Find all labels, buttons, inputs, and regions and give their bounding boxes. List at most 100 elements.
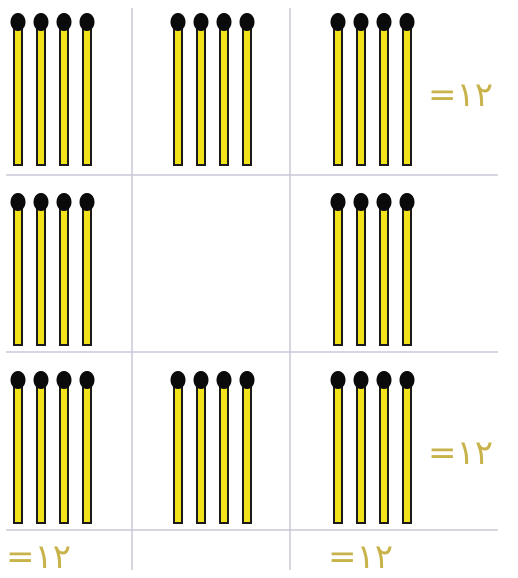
matchstick-head [171, 13, 186, 31]
matchstick [240, 13, 255, 165]
matchstick [57, 371, 72, 523]
matchstick-head [57, 193, 72, 211]
matchstick-head [57, 371, 72, 389]
matchstick-body [380, 381, 388, 523]
matchstick [331, 371, 346, 523]
matchstick-body [60, 203, 68, 345]
matchstick-body [357, 23, 365, 165]
matchstick-body [14, 203, 22, 345]
matchstick-head [240, 371, 255, 389]
cell-top-middle [171, 13, 255, 165]
cell-middle-left [11, 193, 95, 345]
matchstick [171, 13, 186, 165]
matchstick [57, 13, 72, 165]
cell-top-right [331, 13, 415, 165]
matchstick-body [403, 23, 411, 165]
matchstick-head [377, 13, 392, 31]
matchstick [194, 13, 209, 165]
matchstick-head [34, 13, 49, 31]
matchstick [354, 193, 369, 345]
matchstick-body [37, 203, 45, 345]
matchstick-head [354, 193, 369, 211]
matchstick-body [334, 381, 342, 523]
matchstick-body [60, 23, 68, 165]
matchstick-head [194, 13, 209, 31]
matchstick-body [174, 381, 182, 523]
matchstick-head [11, 193, 26, 211]
matchstick [11, 371, 26, 523]
matchstick-body [14, 23, 22, 165]
bottom-row-sum: =١٢ [428, 436, 493, 470]
matchstick [240, 371, 255, 523]
cell-bottom-right [331, 371, 415, 523]
matchstick-head [80, 193, 95, 211]
matchstick [377, 193, 392, 345]
matchstick [194, 371, 209, 523]
matchstick-head [400, 13, 415, 31]
matchstick [354, 13, 369, 165]
matchstick [171, 371, 186, 523]
matchstick-head [34, 193, 49, 211]
matchstick-head [11, 371, 26, 389]
cell-top-left [11, 13, 95, 165]
matchstick-body [83, 381, 91, 523]
matchstick [400, 371, 415, 523]
matchstick-head [354, 371, 369, 389]
matchstick [377, 371, 392, 523]
matches-layer [11, 13, 415, 523]
matchstick-head [171, 371, 186, 389]
matchstick-body [357, 381, 365, 523]
matchstick [11, 193, 26, 345]
matchstick-head [194, 371, 209, 389]
matchstick [80, 371, 95, 523]
matchstick-body [220, 381, 228, 523]
matchstick-head [377, 371, 392, 389]
matchstick-head [331, 13, 346, 31]
matchstick-body [243, 23, 251, 165]
matchstick-head [11, 13, 26, 31]
matchstick-head [217, 371, 232, 389]
cell-bottom-left [11, 371, 95, 523]
matchstick-body [243, 381, 251, 523]
matchstick [400, 193, 415, 345]
matchstick [400, 13, 415, 165]
matchstick-body [357, 203, 365, 345]
matchstick-body [197, 381, 205, 523]
matchstick-body [60, 381, 68, 523]
matchstick-head [80, 13, 95, 31]
matchstick-body [403, 203, 411, 345]
right-column-sum: =١٢ [328, 540, 393, 574]
matchstick-head [217, 13, 232, 31]
matchstick-head [354, 13, 369, 31]
matchstick-body [334, 203, 342, 345]
matchstick-head [331, 193, 346, 211]
matchstick [57, 193, 72, 345]
matchstick-head [377, 193, 392, 211]
matchstick [34, 193, 49, 345]
matchstick-body [83, 203, 91, 345]
matchstick-body [197, 23, 205, 165]
matchstick-body [83, 23, 91, 165]
matchstick [331, 193, 346, 345]
matchstick-body [380, 23, 388, 165]
matchstick [34, 371, 49, 523]
matchstick [354, 371, 369, 523]
matchstick-head [34, 371, 49, 389]
matchstick-body [380, 203, 388, 345]
matchstick-head [240, 13, 255, 31]
matchstick [80, 193, 95, 345]
matchstick-head [400, 193, 415, 211]
matchstick-body [220, 23, 228, 165]
matchstick [11, 13, 26, 165]
left-column-sum: =١٢ [6, 540, 71, 574]
matchstick [217, 13, 232, 165]
matchstick-body [403, 381, 411, 523]
matchstick [217, 371, 232, 523]
matchstick-body [334, 23, 342, 165]
top-row-sum: =١٢ [428, 78, 493, 112]
matchstick-head [400, 371, 415, 389]
matchstick-body [37, 23, 45, 165]
matchstick [80, 13, 95, 165]
matchstick-body [14, 381, 22, 523]
matchstick-body [174, 23, 182, 165]
